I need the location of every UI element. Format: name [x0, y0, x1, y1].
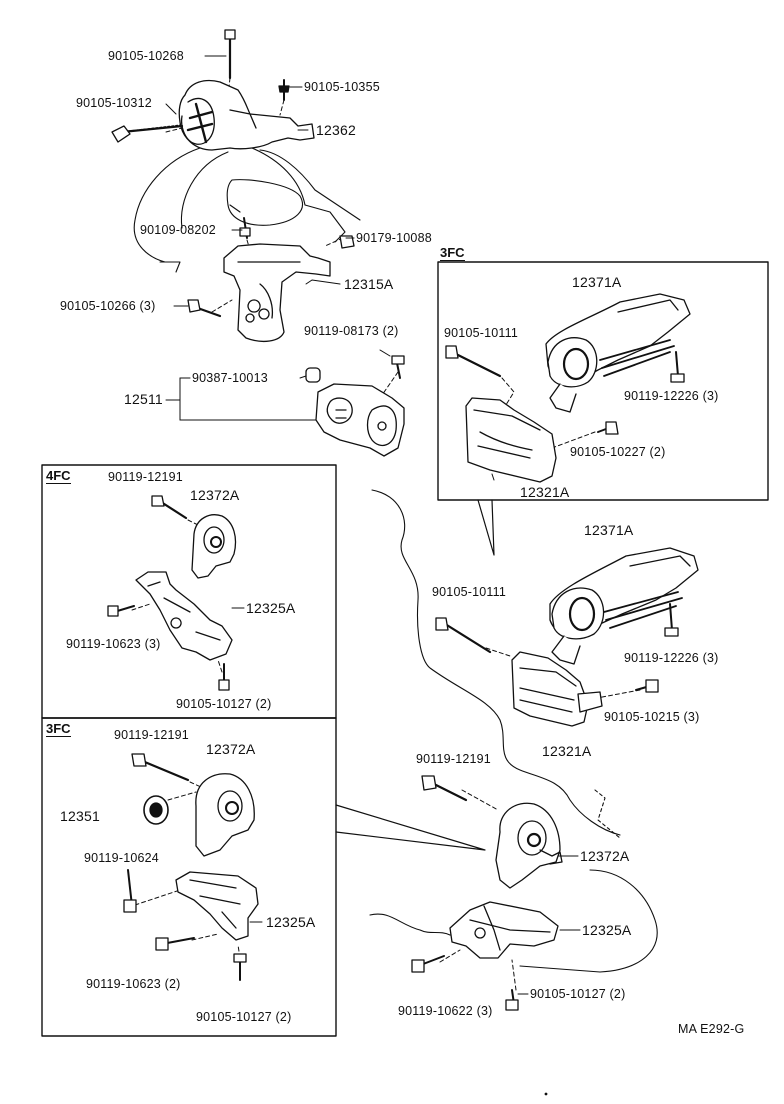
box-tag-3fc-bottom: 3FC [46, 721, 71, 737]
part-label: 90119-08173 (2) [304, 324, 399, 338]
dashed-lines [131, 77, 641, 991]
stray-mark [544, 1092, 548, 1096]
leader-lines [165, 55, 581, 995]
part-label: 12325A [246, 600, 296, 616]
box-4fc-parts [107, 495, 237, 691]
part-label: 90105-10127 (2) [196, 1010, 292, 1024]
part-label: 90105-10355 [304, 80, 380, 94]
part-label: 90105-10127 (2) [176, 697, 272, 711]
box-3fc-top-parts [445, 293, 691, 483]
part-label: 90105-10312 [76, 96, 152, 110]
box-3fc-bottom-parts [123, 753, 259, 981]
part-label: 12372A [190, 487, 240, 503]
part-label: 90105-10111 [432, 585, 507, 599]
part-label: 90105-10215 (3) [604, 710, 700, 724]
part-label: 90179-10088 [356, 231, 432, 245]
part-label: 12372A [580, 848, 630, 864]
diagram-code: MA E292-G [678, 1022, 745, 1036]
part-label: 90119-12226 (3) [624, 389, 719, 403]
part-label: 12511 [124, 391, 163, 407]
part-label: 90387-10013 [192, 371, 268, 385]
part-label: 90119-10623 (2) [86, 977, 181, 991]
engine-outline [133, 147, 658, 973]
part-label: 90105-10227 (2) [570, 445, 666, 459]
part-label: 90119-12191 [416, 752, 491, 766]
part-label: 12315A [344, 276, 394, 292]
part-label: 90119-10623 (3) [66, 637, 161, 651]
part-label: 12372A [206, 741, 256, 757]
box-tag-4fc: 4FC [46, 468, 71, 484]
bracket-12315a [187, 217, 355, 343]
part-label: 12371A [584, 522, 634, 538]
part-label: 12321A [542, 743, 592, 759]
part-label: 90105-10268 [108, 49, 184, 63]
mount-12511 [305, 355, 405, 457]
part-label: 90109-08202 [140, 223, 216, 237]
part-label: 12351 [60, 808, 100, 824]
part-label: 12321A [520, 484, 570, 500]
upper-mount-12362 [111, 29, 315, 151]
part-label: 90119-12191 [108, 470, 183, 484]
part-label: 12325A [266, 914, 316, 930]
part-label: 90119-10624 [84, 851, 159, 865]
part-label: 90105-10127 (2) [530, 987, 626, 1001]
box-frames [41, 261, 769, 1037]
part-label: 90119-12226 (3) [624, 651, 719, 665]
part-label: 90119-10622 (3) [398, 1004, 493, 1018]
part-label: 12325A [582, 922, 632, 938]
part-label: 12371A [572, 274, 622, 290]
box-tag-3fc-top: 3FC [440, 245, 465, 261]
main-right-parts [411, 547, 699, 1011]
part-label: 90119-12191 [114, 728, 189, 742]
part-label: 90105-10266 (3) [60, 299, 156, 313]
part-label: 12362 [316, 122, 356, 138]
part-label: 90105-10111 [444, 326, 519, 340]
